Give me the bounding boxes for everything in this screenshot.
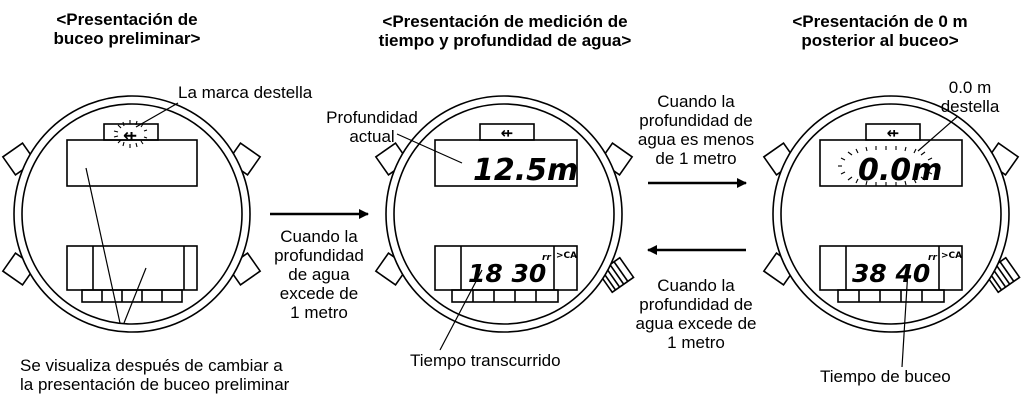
readout-sub-mark-post: rr xyxy=(928,253,937,263)
title-post-dive: <Presentación de 0 m posterior al buceo> xyxy=(770,12,990,50)
caption-exceeds-left-line4: excede de xyxy=(279,284,359,303)
caption-less-than-line2: profundidad de xyxy=(639,111,753,130)
label-zero-flashes: 0.0 m destella xyxy=(920,78,1020,116)
watch-preliminary xyxy=(1,95,262,333)
caption-less-than-line1: Cuando la xyxy=(657,92,735,111)
label-displayed-after-line2: la presentación de buceo preliminar xyxy=(20,375,290,394)
caption-less-than-line3: agua es menos xyxy=(637,130,755,149)
label-current-depth-line1: Profundidad xyxy=(326,108,418,127)
title-preliminary: <Presentación de buceo preliminar> xyxy=(32,10,222,48)
title-post-dive-line2: posterior al buceo> xyxy=(801,31,959,50)
label-displayed-after-line1: Se visualiza después de cambiar a xyxy=(20,356,283,375)
readout-time-post: 38 40 xyxy=(852,259,930,288)
watch-post-dive xyxy=(762,95,1021,368)
dive-mark-icon-post: ⇷ xyxy=(887,124,900,142)
title-preliminary-line2: buceo preliminar> xyxy=(53,29,201,48)
caption-exceeds-left-line1: Cuando la xyxy=(280,227,358,246)
label-zero-flashes-line2: destella xyxy=(940,97,1000,116)
title-measurement-line2: tiempo y profundidad de agua> xyxy=(378,31,632,50)
dive-mark-icon: ⇷ xyxy=(123,126,137,146)
caption-less-than: Cuando la profundidad de agua es menos d… xyxy=(626,92,766,168)
label-dive-time: Tiempo de buceo xyxy=(820,367,951,386)
readout-ca-post: >CA xyxy=(941,251,962,261)
caption-exceeds-right-line4: 1 metro xyxy=(667,333,725,352)
caption-exceeds-right-line3: agua excede de xyxy=(635,314,757,333)
readout-depth-measurement: 12.5m xyxy=(473,153,578,188)
caption-exceeds-left: Cuando la profundidad de agua excede de … xyxy=(258,227,380,322)
readout-sub-mark-measurement: rr xyxy=(542,253,551,263)
caption-exceeds-right-line1: Cuando la xyxy=(657,276,735,295)
readout-time-measurement: 18 30 xyxy=(468,259,546,288)
caption-exceeds-right: Cuando la profundidad de agua excede de … xyxy=(626,276,766,352)
label-zero-flashes-line1: 0.0 m xyxy=(948,78,992,97)
svg-text:⇷: ⇷ xyxy=(123,126,137,146)
caption-exceeds-left-line5: 1 metro xyxy=(290,303,348,322)
title-post-dive-line1: <Presentación de 0 m xyxy=(792,12,968,31)
watch-measurement xyxy=(374,95,635,351)
caption-less-than-line4: de 1 metro xyxy=(655,149,737,168)
label-current-depth: Profundidad actual xyxy=(312,108,432,146)
dive-mark-icon-measurement: ⇷ xyxy=(501,124,514,142)
title-measurement-line1: <Presentación de medición de xyxy=(382,12,628,31)
label-elapsed-time: Tiempo transcurrido xyxy=(410,351,561,370)
caption-exceeds-right-line2: profundidad de xyxy=(639,295,753,314)
label-mark-flashes: La marca destella xyxy=(178,83,313,102)
caption-exceeds-left-line3: de agua xyxy=(288,265,350,284)
caption-exceeds-left-line2: profundidad xyxy=(274,246,364,265)
title-measurement: <Presentación de medición de tiempo y pr… xyxy=(355,12,655,50)
label-displayed-after: Se visualiza después de cambiar a la pre… xyxy=(20,356,289,394)
title-preliminary-line1: <Presentación de xyxy=(56,10,198,29)
readout-ca-measurement: >CA xyxy=(556,251,577,261)
label-current-depth-line2: actual xyxy=(349,127,395,146)
readout-depth-post: 0.0m xyxy=(858,153,942,188)
